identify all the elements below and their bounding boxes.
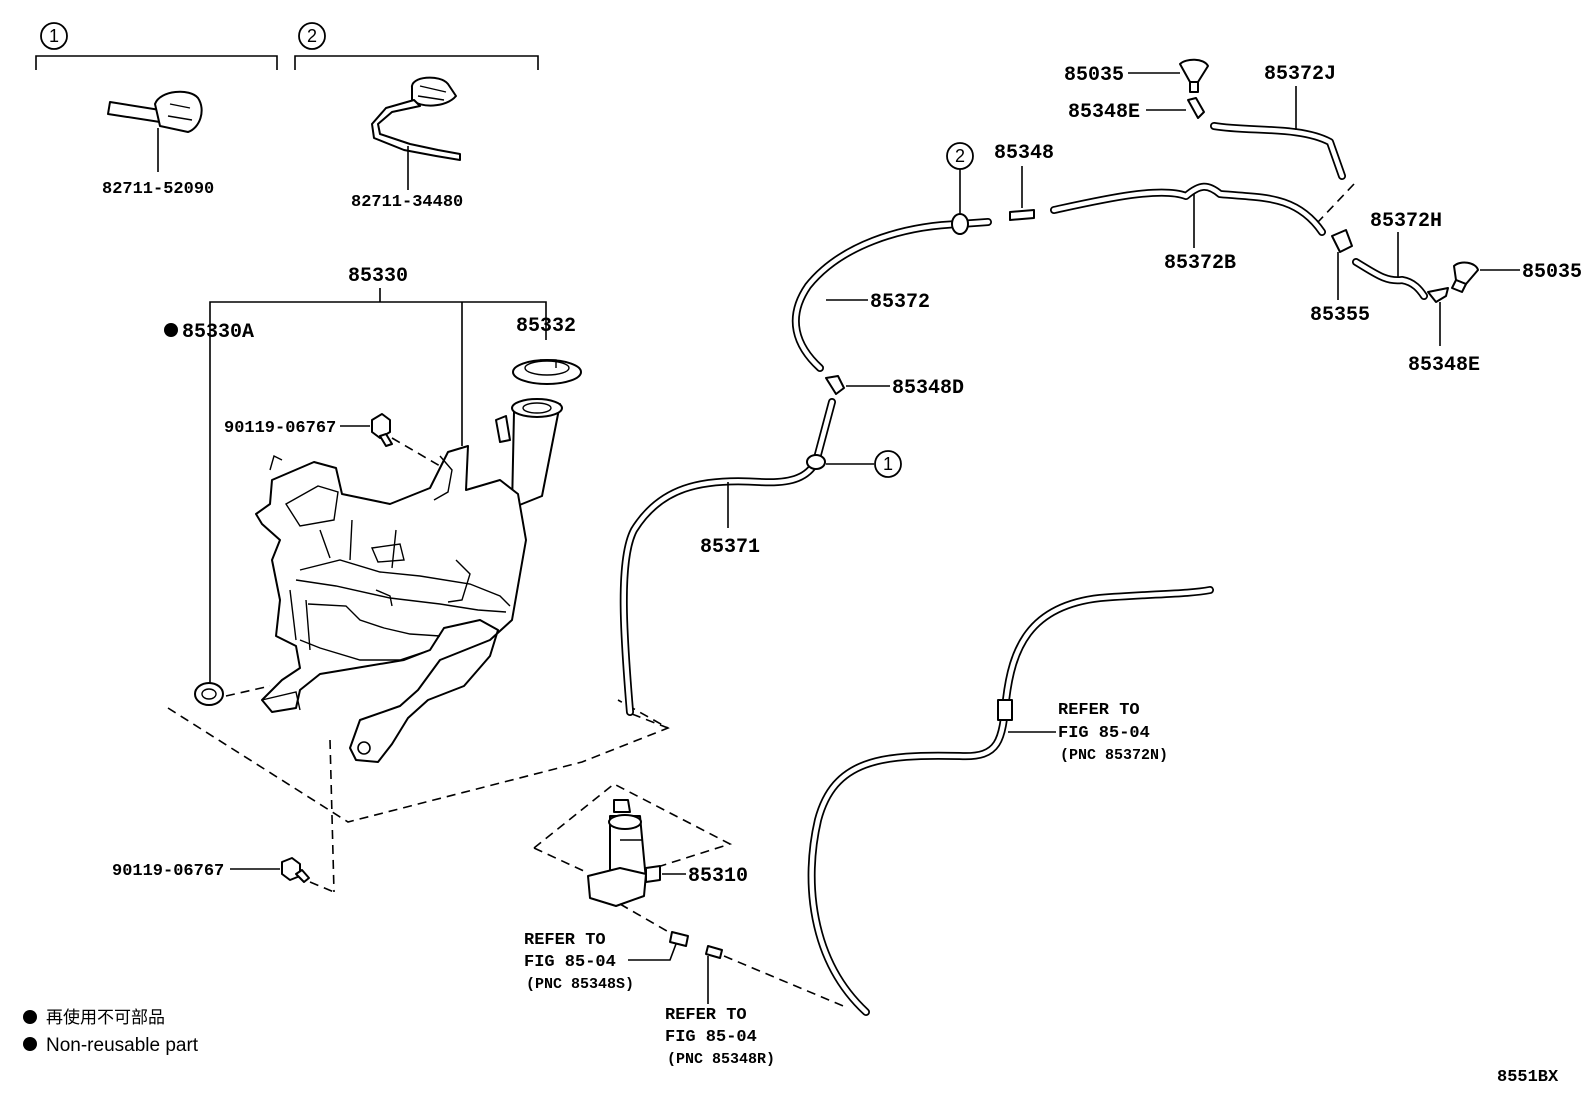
joint-85372n-icon [997,699,1013,721]
tank-bolt-dashline [329,739,335,893]
hoses-group: 1 85371 85348D 2 85372 85348 85372B 8535… [619,58,1582,1016]
refer-left-line3: (PNC 85348S) [526,976,634,993]
nozzle-85035-right-label: 85035 [1522,261,1582,284]
set-2-part-number: 82711-34480 [351,193,463,212]
set-1-bracket [35,55,278,70]
bolt-upper-dashline [391,437,441,467]
refer-left-line1: REFER TO [524,931,606,950]
nozzle-kit-1-icon [107,90,203,133]
nozzle-85035-right-icon [1451,261,1479,293]
nozzle-85035-left-icon [1179,58,1209,93]
mount-hole-icon [357,741,371,755]
grommet-icon [194,682,224,706]
tank-mount-dashline [167,699,670,823]
callout-1-hose-text: 1 [883,454,893,474]
pump-to-connector-dashline [619,903,673,935]
washer-pump-icon [587,799,661,907]
joint-85348d-icon [825,375,845,395]
refer-right-line2: FIG 85-04 [1058,724,1150,743]
tank-cap-label: 85332 [516,315,576,338]
grommet-dashline [225,685,271,697]
bolt-lower-dashline [309,881,335,893]
hose-85372j [1210,122,1346,180]
washer-tank-icon [255,398,563,763]
hose-85372n [807,586,1214,1016]
tank-body-label: 85330A [182,321,254,344]
refer-bottom-line1: REFER TO [665,1006,747,1025]
set-2-bracket [294,55,539,70]
refer-bottom-line3: (PNC 85348R) [667,1051,775,1068]
callout-2-hose-circle [946,142,974,170]
callout-2-text: 2 [307,26,317,46]
joint-85348-label: 85348 [994,142,1054,165]
bolt-upper-label: 90119-06767 [224,419,336,438]
callout-2-circle [298,22,326,50]
bolt-upper-icon [371,413,393,447]
callout-1-hose-circle [874,450,902,478]
joint-85348-icon [1009,209,1035,221]
legend-bullet-en [23,1037,37,1051]
hose-85371-label: 85371 [700,536,760,559]
joint-85348e-left-icon [1187,97,1205,119]
clip-85372-icon [951,213,969,235]
legend-bullet-jp [23,1010,37,1024]
valve-85355-label: 85355 [1310,304,1370,327]
hose-85372j-label: 85372J [1264,63,1336,86]
refer-left-leader [628,943,677,961]
hose-85371-to-tank-dashline [631,713,669,729]
set-1-group: 1 82711-52090 [35,22,278,199]
pump-connector-a-icon [669,931,689,947]
tank-assembly-bracket [209,288,547,690]
joint-85348e-left-label: 85348E [1068,101,1140,124]
tank-assembly-group: 85330 85330A 85332 90119-06767 [112,265,670,893]
pump-mount-dashline [533,783,733,873]
joint-85348d-label: 85348D [892,377,964,400]
nozzle-kit-2-icon [371,76,461,161]
hose-85372j-dashline [1317,183,1355,223]
set-2-group: 2 82711-34480 [294,22,539,212]
hose-85372b-label: 85372B [1164,252,1236,275]
refer-right-line3: (PNC 85372N) [1060,747,1168,764]
clip-85371-icon [806,454,826,470]
nozzle-85035-left-label: 85035 [1064,64,1124,87]
legend-japanese-text: 再使用不可部品 [46,1007,165,1027]
legend-group: 再使用不可部品 Non-reusable part [23,1007,199,1056]
bolt-lower-label: 90119-06767 [112,862,224,881]
refer-right-line1: REFER TO [1058,701,1140,720]
callout-1-text: 1 [49,26,59,46]
hose-85372-label: 85372 [870,291,930,314]
connector-to-hose-dashline [723,955,849,1009]
callout-2-hose-text: 2 [955,146,965,166]
joint-85348e-right-label: 85348E [1408,354,1480,377]
bolt-lower-icon [281,857,310,883]
tank-cap-icon [512,359,582,385]
callout-1-circle [40,22,68,50]
pump-group: 85310 REFER TO FIG 85-04 (PNC 85348S) RE… [524,783,849,1068]
figure-code: 8551BX [1497,1068,1559,1087]
joint-85348e-right-icon [1427,287,1449,303]
pump-connector-b-icon [705,945,723,959]
valve-85355-icon [1331,229,1353,253]
refer-bottom-line2: FIG 85-04 [665,1028,757,1047]
non-reusable-bullet [164,323,178,337]
refer-left-line2: FIG 85-04 [524,953,616,972]
tank-assembly-label: 85330 [348,265,408,288]
set-1-part-number: 82711-52090 [102,180,214,199]
hose-85372h-label: 85372H [1370,210,1442,233]
legend-english-text: Non-reusable part [46,1035,199,1056]
pump-label: 85310 [688,865,748,888]
